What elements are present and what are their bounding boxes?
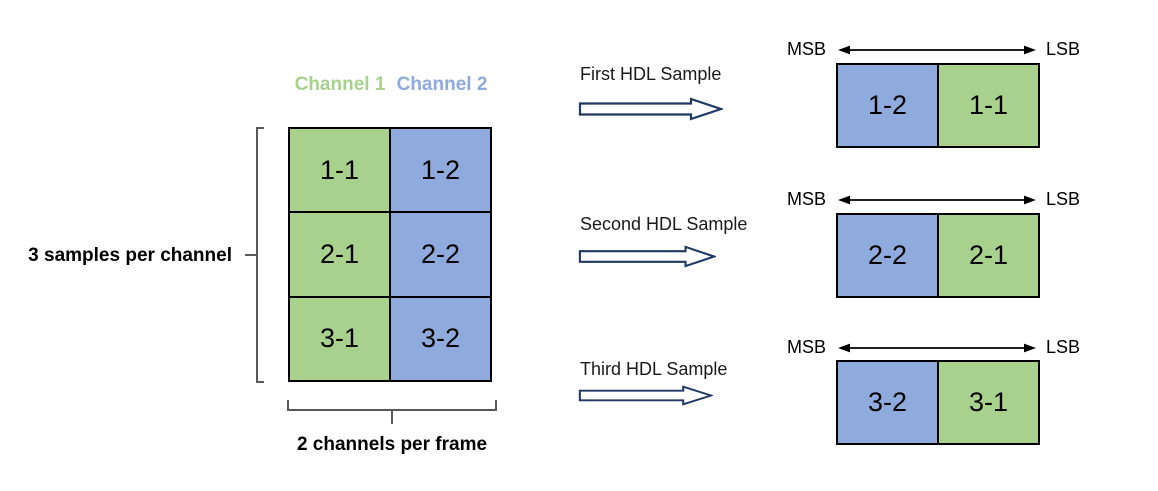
grid-cell-1-1: 1-1	[289, 128, 390, 213]
grid-cell-3-1: 3-1	[289, 296, 390, 381]
samples-per-channel-label: 3 samples per channel	[28, 245, 232, 266]
third-hdl-sample-label: Third HDL Sample	[580, 359, 728, 379]
grid-cell-1-2: 1-2	[390, 128, 491, 213]
sample-cell-1-1: 1-1	[939, 65, 1038, 146]
grid-cell-2-1: 2-1	[289, 212, 390, 297]
msb-label: MSB	[787, 39, 827, 59]
block-arrow-icon	[578, 385, 713, 406]
msb-label: MSB	[787, 337, 827, 357]
sample-cell-3-1: 3-1	[939, 362, 1038, 443]
sample-cell-1-2: 1-2	[838, 65, 939, 146]
sample-cell-2-1: 2-1	[939, 215, 1038, 296]
channel-2-header: Channel 2	[396, 74, 488, 95]
msb-lsb-arrow-icon	[838, 343, 1036, 353]
channel-1-header: Channel 1	[294, 74, 386, 95]
hdl-sample-box-2: 2-2 2-1	[836, 213, 1040, 298]
first-hdl-sample-label: First HDL Sample	[580, 64, 722, 84]
block-arrow-icon	[578, 245, 716, 268]
second-hdl-sample-label: Second HDL Sample	[580, 214, 748, 234]
msb-lsb-arrow-icon	[838, 195, 1036, 205]
channels-per-frame-label: 2 channels per frame	[296, 434, 488, 455]
frame-grid: 1-1 1-2 2-1 2-2 3-1 3-2	[288, 127, 492, 382]
sample-cell-2-2: 2-2	[838, 215, 939, 296]
grid-cell-2-2: 2-2	[390, 212, 491, 297]
block-arrow-icon	[578, 97, 723, 121]
hdl-sample-box-1: 1-2 1-1	[836, 63, 1040, 148]
msb-lsb-arrow-icon	[838, 45, 1036, 55]
hdl-sample-box-3: 3-2 3-1	[836, 360, 1040, 445]
lsb-label: LSB	[1046, 337, 1081, 357]
lsb-label: LSB	[1046, 189, 1081, 209]
channels-bracket-icon	[287, 400, 497, 424]
grid-cell-3-2: 3-2	[390, 296, 491, 381]
samples-bracket-icon	[245, 127, 264, 383]
msb-label: MSB	[787, 189, 827, 209]
sample-cell-3-2: 3-2	[838, 362, 939, 443]
lsb-label: LSB	[1046, 39, 1081, 59]
